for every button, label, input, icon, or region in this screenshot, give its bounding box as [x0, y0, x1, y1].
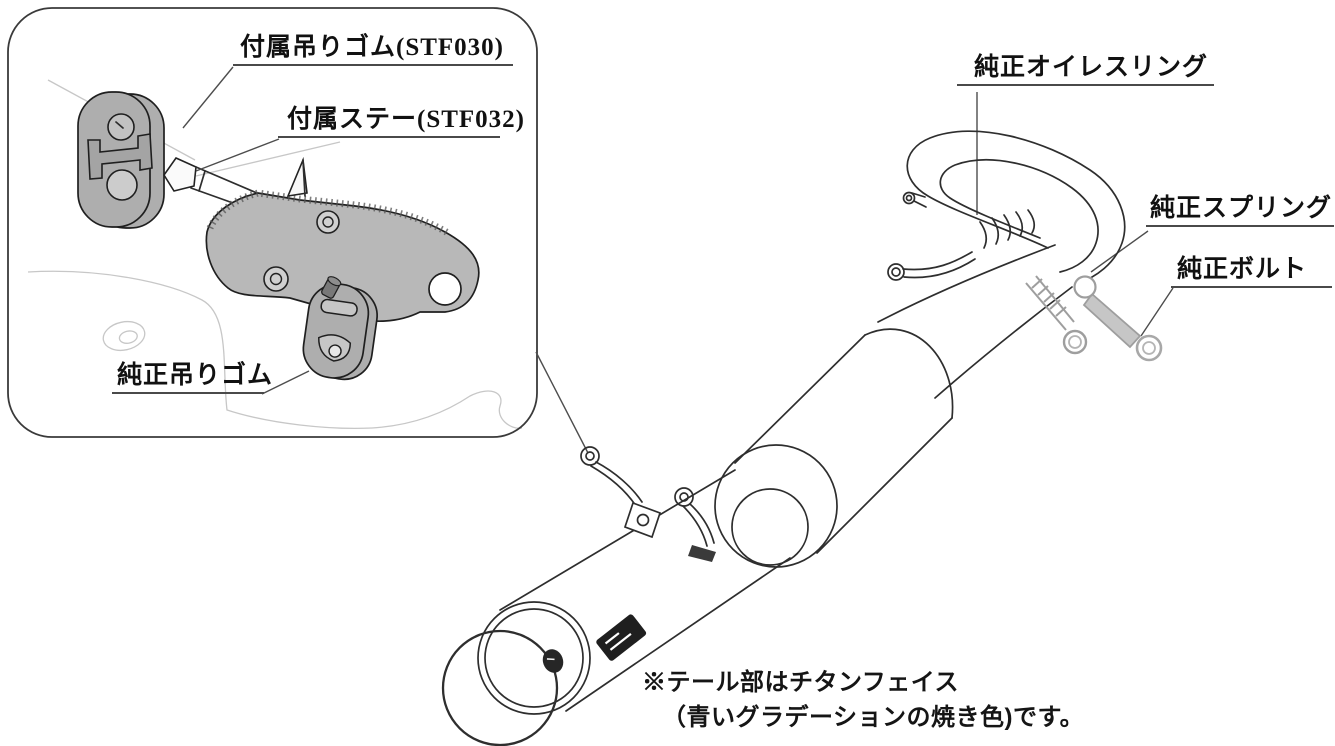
hanger-bracket-plate	[625, 503, 660, 537]
hanger-pin	[320, 275, 342, 300]
bracket-hatching	[210, 193, 448, 233]
label-included-hanger-rubber: 付属吊りゴム(STF030)	[233, 34, 513, 66]
oem-spring	[1026, 276, 1086, 353]
oem-hanger-rubber	[300, 273, 382, 383]
tail-logo-mark	[542, 649, 564, 673]
mid-pipe	[878, 245, 1072, 398]
tail-pipe-titanium-tip	[443, 470, 790, 745]
leader-oem-hanger	[262, 371, 309, 394]
hanger-weld-bracket	[688, 545, 716, 562]
leader-inset-to-hanger	[536, 352, 588, 453]
hanger-slot	[88, 134, 152, 179]
included-hanger-rubber	[78, 92, 164, 228]
over-axle-pipe-bend	[904, 131, 1125, 285]
leader-oem-spring	[1091, 231, 1148, 272]
note-line-1: ※テール部はチタンフェイス	[642, 669, 960, 696]
leader-lines	[183, 67, 1173, 453]
oem-bolt	[1075, 277, 1162, 361]
label-oem-bolt: 純正ボルト	[1171, 256, 1332, 288]
muffler-badge	[596, 614, 647, 661]
label-included-stay: 付属ステー(STF032)	[278, 106, 524, 138]
label-oem-spring: 純正スプリング	[1146, 195, 1334, 227]
muffler-body	[715, 329, 953, 567]
leader-included-stay	[196, 139, 279, 171]
flex-joint-bellows	[980, 210, 1034, 248]
leader-included-hanger	[183, 67, 233, 128]
leader-oem-bolt	[1141, 288, 1173, 336]
label-oem-hanger-rubber: 純正吊りゴム	[112, 362, 272, 394]
bracket-tab	[288, 160, 307, 196]
note-line-2: （青いグラデーションの焼き色)です。	[662, 703, 1085, 731]
included-stay-bracket	[206, 160, 478, 321]
muffler-hanger-rods	[581, 447, 716, 562]
label-oem-oiles-ring: 純正オイレスリング	[957, 54, 1214, 86]
inset-detail-box	[8, 8, 537, 437]
titanium-tail-note: ※テール部はチタンフェイス （青いグラデーションの焼き色)です。	[642, 666, 1084, 736]
pipe-hanger-rod	[888, 252, 975, 280]
bracket-hole	[429, 273, 461, 305]
